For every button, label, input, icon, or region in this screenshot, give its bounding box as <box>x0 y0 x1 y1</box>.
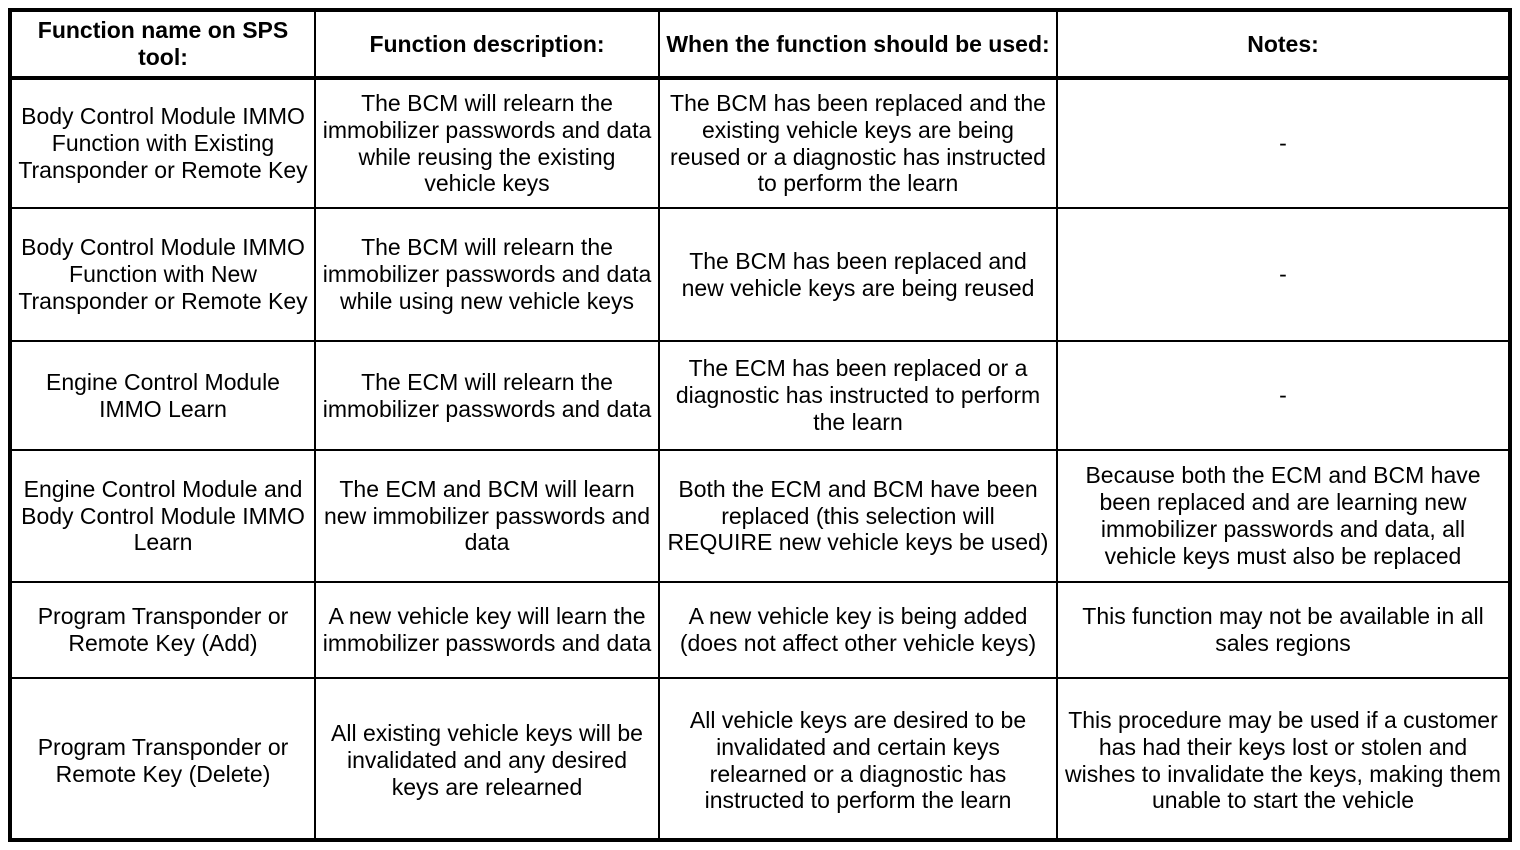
sps-function-table-container: Function name on SPS tool: Function desc… <box>8 8 1512 842</box>
table-header: Function name on SPS tool: Function desc… <box>12 12 1508 80</box>
cell-when-used: The BCM has been replaced and new vehicl… <box>658 207 1057 341</box>
cell-when-used: The BCM has been replaced and the existi… <box>658 78 1057 208</box>
cell-function-description: The ECM and BCM will learn new immobiliz… <box>314 449 659 582</box>
cell-function-description: The BCM will relearn the immobilizer pas… <box>314 78 659 208</box>
cell-function-name: Program Transponder or Remote Key (Delet… <box>12 677 315 842</box>
cell-notes: This procedure may be used if a customer… <box>1056 677 1508 842</box>
column-header-function-name: Function name on SPS tool: <box>12 12 315 80</box>
cell-function-name: Engine Control Module and Body Control M… <box>12 449 315 582</box>
table-row: Body Control Module IMMO Function with E… <box>12 78 1508 208</box>
cell-function-description: The ECM will relearn the immobilizer pas… <box>314 340 659 450</box>
table-row: Body Control Module IMMO Function with N… <box>12 207 1508 341</box>
cell-notes: - <box>1056 78 1508 208</box>
cell-notes: - <box>1056 207 1508 341</box>
cell-notes: - <box>1056 340 1508 450</box>
cell-notes: This function may not be available in al… <box>1056 581 1508 678</box>
table-header-row: Function name on SPS tool: Function desc… <box>12 12 1508 80</box>
column-header-function-description: Function description: <box>314 12 659 80</box>
cell-when-used: A new vehicle key is being added (does n… <box>658 581 1057 678</box>
cell-function-description: All existing vehicle keys will be invali… <box>314 677 659 842</box>
cell-function-name: Program Transponder or Remote Key (Add) <box>12 581 315 678</box>
cell-function-description: A new vehicle key will learn the immobil… <box>314 581 659 678</box>
cell-function-name: Body Control Module IMMO Function with N… <box>12 207 315 341</box>
cell-when-used: Both the ECM and BCM have been replaced … <box>658 449 1057 582</box>
table-row: Engine Control Module IMMO Learn The ECM… <box>12 340 1508 450</box>
sps-function-table: Function name on SPS tool: Function desc… <box>12 12 1508 842</box>
column-header-when-used: When the function should be used: <box>658 12 1057 80</box>
cell-when-used: The ECM has been replaced or a diagnosti… <box>658 340 1057 450</box>
cell-function-name: Engine Control Module IMMO Learn <box>12 340 315 450</box>
cell-notes: Because both the ECM and BCM have been r… <box>1056 449 1508 582</box>
table-row: Program Transponder or Remote Key (Delet… <box>12 677 1508 842</box>
table-row: Engine Control Module and Body Control M… <box>12 449 1508 582</box>
table-row: Program Transponder or Remote Key (Add) … <box>12 581 1508 678</box>
cell-function-name: Body Control Module IMMO Function with E… <box>18 103 308 183</box>
cell-when-used: All vehicle keys are desired to be inval… <box>658 677 1057 842</box>
cell-function-description: The BCM will relearn the immobilizer pas… <box>314 207 659 341</box>
column-header-notes: Notes: <box>1056 12 1508 80</box>
table-body: Body Control Module IMMO Function with E… <box>12 78 1508 842</box>
